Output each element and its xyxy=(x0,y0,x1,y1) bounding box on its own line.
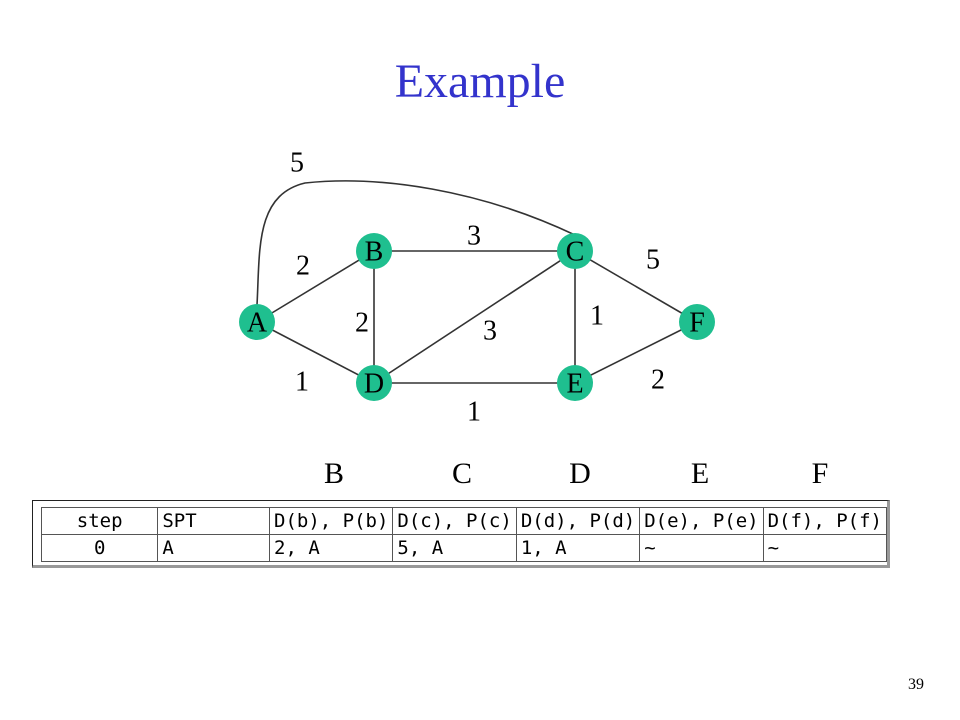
edge-weight-d-c: 3 xyxy=(483,316,497,347)
edge-weight-c-e: 1 xyxy=(590,301,604,332)
node-circle xyxy=(557,233,593,269)
node-f: F xyxy=(679,304,715,340)
column-head-c: C xyxy=(451,457,473,490)
edge-weight-b-c: 3 xyxy=(467,221,481,252)
slide-title: Example xyxy=(394,55,566,108)
node-label: D xyxy=(364,369,384,400)
table-frame: step SPT D(b), P(b) D(c), P(c) D(d), P(d… xyxy=(32,500,890,568)
edge-e-f xyxy=(574,321,698,384)
table-cell: 2, A xyxy=(269,534,394,562)
edge-weight-c-f: 5 xyxy=(646,245,660,276)
table-cell: ~ xyxy=(639,534,764,562)
node-label: A xyxy=(247,308,268,339)
header-cell-f: D(f), P(f) xyxy=(762,507,888,535)
nodes-layer: A B C D E F xyxy=(239,233,715,401)
edge-a-c xyxy=(256,180,576,306)
table-cell: 5, A xyxy=(392,534,517,562)
edge-weights-layer: 2 1 5 3 2 3 1 1 5 2 xyxy=(290,148,665,428)
header-cell-c: D(c), P(c) xyxy=(392,507,517,535)
node-circle xyxy=(557,365,593,401)
edge-d-c xyxy=(373,250,576,384)
edge-weight-a-d: 1 xyxy=(295,367,309,398)
edge-a-d xyxy=(256,321,375,384)
edge-a-b xyxy=(256,250,375,323)
node-label: F xyxy=(689,308,705,339)
node-circle xyxy=(239,304,275,340)
edge-c-f xyxy=(574,250,698,323)
column-head-e: E xyxy=(690,457,710,490)
node-e: E xyxy=(557,365,593,401)
header-cell-spt: SPT xyxy=(157,507,271,535)
edge-weight-e-f: 2 xyxy=(651,365,665,396)
header-cell-d: D(d), P(d) xyxy=(515,507,641,535)
node-label: E xyxy=(566,369,583,400)
node-label: C xyxy=(566,237,585,268)
node-a: A xyxy=(239,304,275,340)
node-label: B xyxy=(365,237,384,268)
edge-weight-d-e: 1 xyxy=(467,397,481,428)
edge-weight-b-d: 2 xyxy=(355,308,369,339)
table-row: 0 A 2, A 5, A 1, A ~ ~ xyxy=(40,534,888,562)
column-heads: B C D E F xyxy=(0,456,960,492)
table-cell: ~ xyxy=(762,534,888,562)
edges-layer xyxy=(256,180,698,384)
header-cell-e: D(e), P(e) xyxy=(639,507,764,535)
node-circle xyxy=(356,233,392,269)
step-table: step SPT D(b), P(b) D(c), P(c) D(d), P(d… xyxy=(40,507,888,562)
table-header-row: step SPT D(b), P(b) D(c), P(c) D(d), P(d… xyxy=(40,507,888,535)
header-cell-b: D(b), P(b) xyxy=(269,507,394,535)
edge-weight-a-b: 2 xyxy=(296,251,310,282)
node-circle xyxy=(679,304,715,340)
column-head-b: B xyxy=(323,457,345,490)
table-cell: 1, A xyxy=(515,534,641,562)
page-number: 39 xyxy=(908,676,924,693)
table-cell: A xyxy=(157,534,271,562)
node-d: D xyxy=(356,365,392,401)
node-circle xyxy=(356,365,392,401)
node-b: B xyxy=(356,233,392,269)
table-cell: 0 xyxy=(40,534,159,562)
column-head-f: F xyxy=(811,457,829,490)
node-c: C xyxy=(557,233,593,269)
column-head-d: D xyxy=(569,457,591,490)
header-cell-step: step xyxy=(40,507,159,535)
edge-weight-a-c: 5 xyxy=(290,148,304,179)
